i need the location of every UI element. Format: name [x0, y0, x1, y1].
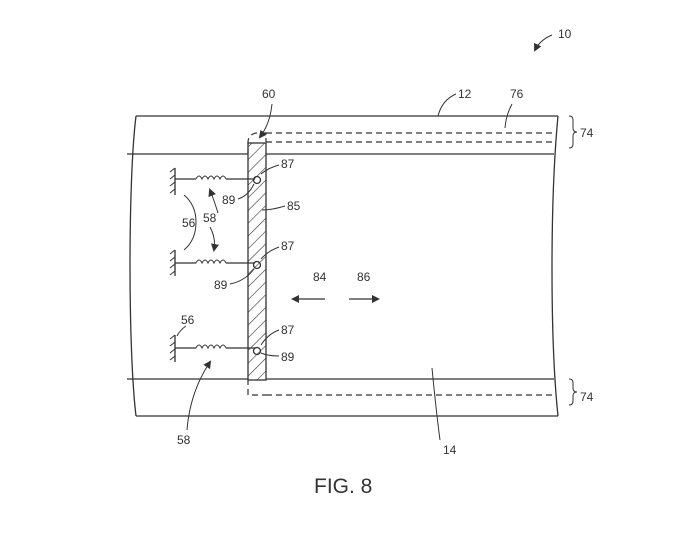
label-89-a: 89: [222, 193, 236, 207]
display-layer-lines: [127, 153, 554, 380]
label-74-bottom: 74: [580, 390, 594, 404]
label-14: 14: [443, 443, 457, 457]
label-89-b: 89: [214, 278, 228, 292]
spring-assembly-top: [169, 167, 262, 195]
spring-assembly-bottom: [169, 334, 262, 362]
label-84: 84: [313, 270, 327, 284]
label-87-c: 87: [281, 323, 295, 337]
leader-lines: [176, 34, 578, 441]
label-56-a: 56: [182, 216, 196, 230]
reference-labels: 10 12 76 74 74 60 85 87 87 87 89 89 89 5…: [177, 27, 594, 457]
label-60: 60: [262, 87, 276, 101]
label-87-b: 87: [281, 239, 295, 253]
label-86: 86: [357, 270, 371, 284]
label-58-a: 58: [203, 211, 217, 225]
label-76: 76: [510, 87, 524, 101]
label-85: 85: [287, 199, 301, 213]
spring-assembly-middle: [169, 249, 262, 276]
label-74-top: 74: [580, 126, 594, 140]
figure-caption: FIG. 8: [314, 475, 372, 498]
label-87-a: 87: [281, 157, 295, 171]
dashed-flexible-layer: [247, 132, 556, 396]
label-58-b: 58: [177, 433, 191, 447]
housing-outline: [129, 115, 559, 417]
label-10: 10: [558, 27, 572, 41]
label-12: 12: [458, 87, 472, 101]
label-56-b: 56: [181, 313, 195, 327]
label-89-c: 89: [281, 350, 295, 364]
